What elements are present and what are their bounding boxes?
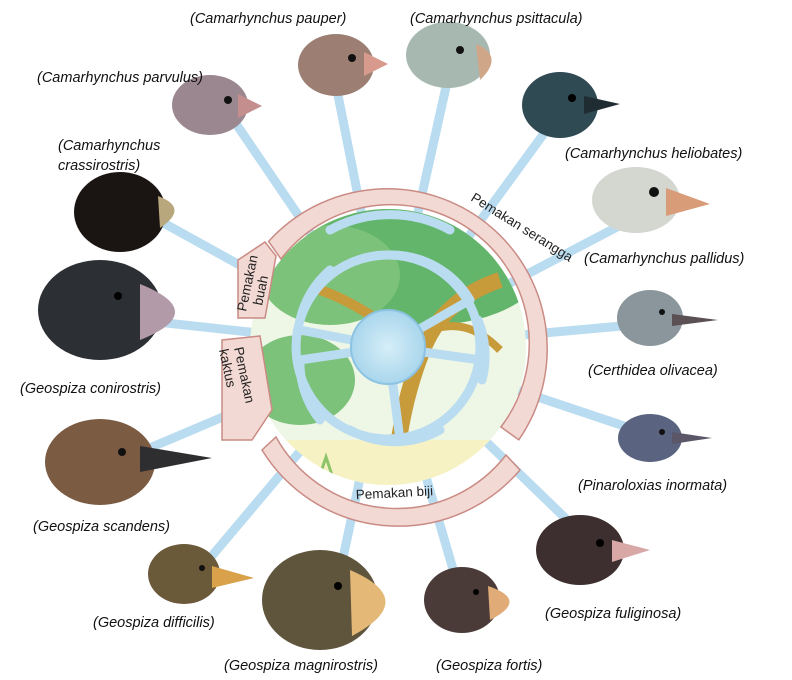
species-label: (Geospiza fortis)	[436, 658, 542, 674]
bird-p-inormata	[618, 414, 712, 462]
species-label: (Geospiza difficilis)	[93, 615, 215, 631]
bird-g-difficilis	[148, 544, 254, 604]
species-label: (Camarhynchus psittacula)	[410, 11, 582, 27]
species-label: (Camarhynchus	[58, 138, 160, 154]
species-label: (Geospiza scandens)	[33, 519, 170, 535]
bird-g-magnirostris	[262, 550, 386, 650]
species-label: crassirostris)	[58, 158, 140, 174]
bird-c-psittacula	[406, 22, 492, 88]
bird-g-conirostris	[38, 260, 175, 360]
label-seed-eaters: Pemakan biji	[355, 483, 433, 502]
bird-g-fuliginosa	[536, 515, 650, 585]
bird-c-pauper	[298, 34, 388, 96]
bird-c-heliobates	[522, 72, 620, 138]
species-label: (Pinaroloxias inormata)	[578, 478, 727, 494]
central-hub	[351, 310, 425, 384]
species-label: (Certhidea olivacea)	[588, 363, 718, 379]
bird-c-pallidus	[592, 167, 710, 233]
species-label: (Camarhynchus pallidus)	[584, 251, 744, 267]
species-label: (Geospiza fuliginosa)	[545, 606, 681, 622]
species-label: (Geospiza magnirostris)	[224, 658, 378, 674]
bird-c-crassirostris	[74, 172, 175, 252]
species-label: (Geospiza conirostris)	[20, 381, 161, 397]
bird-g-fortis	[424, 567, 510, 633]
species-label: (Camarhynchus parvulus)	[37, 70, 203, 86]
bird-c-olivacea	[617, 290, 718, 346]
species-label: (Camarhynchus pauper)	[190, 11, 346, 27]
species-label: (Camarhynchus heliobates)	[565, 146, 742, 162]
